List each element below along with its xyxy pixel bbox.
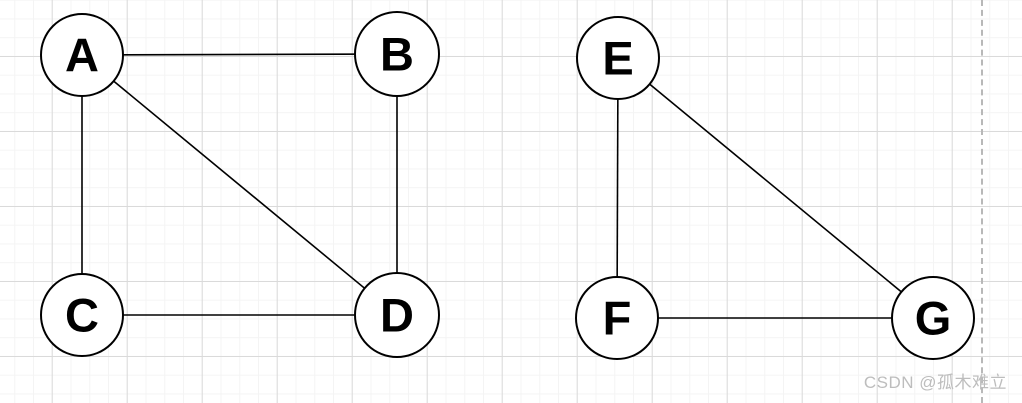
- page-boundary-divider: [981, 0, 983, 403]
- edge-A-D: [81, 54, 398, 316]
- node-G-label: G: [915, 292, 952, 345]
- node-B-circle: [354, 11, 440, 97]
- node-F-label: F: [603, 292, 632, 345]
- node-A: A: [40, 13, 124, 97]
- node-F: F: [575, 276, 659, 360]
- node-C-circle: [40, 273, 124, 357]
- node-F-circle: [575, 276, 659, 360]
- edge-E-G: [617, 57, 934, 319]
- node-B: B: [354, 11, 440, 97]
- node-C: C: [40, 273, 124, 357]
- edge-E-F: [616, 57, 619, 319]
- node-E-circle: [576, 16, 660, 100]
- node-D: D: [354, 272, 440, 358]
- node-A-label: A: [65, 29, 99, 82]
- node-E-label: E: [602, 32, 633, 85]
- edge-A-B: [81, 53, 398, 56]
- node-B-label: B: [380, 28, 414, 81]
- node-D-label: D: [380, 289, 414, 342]
- node-D-circle: [354, 272, 440, 358]
- node-G: G: [891, 276, 975, 360]
- node-A-circle: [40, 13, 124, 97]
- node-G-circle: [891, 276, 975, 360]
- node-E: E: [576, 16, 660, 100]
- node-C-label: C: [65, 289, 99, 342]
- watermark: CSDN @孤木难立: [863, 373, 1007, 392]
